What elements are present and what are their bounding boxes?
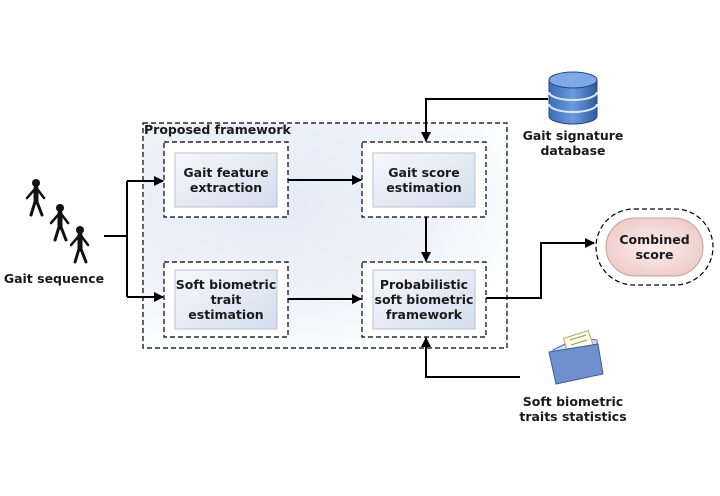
gait-score-label: Gait score estimation — [386, 165, 462, 195]
database-label: Gait signature database — [522, 128, 624, 158]
arrow-statistics-to-probabilistic — [421, 337, 520, 378]
walking-person-icon — [25, 179, 90, 264]
probabilistic-box — [361, 261, 487, 338]
gait-feature-label: Gait feature extraction — [183, 165, 269, 195]
soft-trait-box — [163, 261, 289, 338]
soft-trait-label: Soft biometric trait estimation — [175, 277, 277, 322]
arrow-database-to-score — [421, 98, 548, 142]
probabilistic-label: Probabilistic soft biometric framework — [374, 277, 474, 322]
combined-score-label: Combined score — [619, 232, 690, 262]
folder-icon — [548, 329, 604, 385]
combined-score-shape — [595, 208, 714, 286]
framework-title: Proposed framework — [144, 122, 291, 137]
arrow-to-combined — [486, 238, 595, 299]
statistics-label: Soft biometric traits statistics — [519, 394, 627, 424]
gait-feature-box — [163, 141, 289, 218]
gait-sequence-label: Gait sequence — [3, 271, 105, 286]
database-icon — [548, 71, 598, 125]
connectors — [104, 98, 595, 378]
gait-score-box — [361, 141, 487, 218]
